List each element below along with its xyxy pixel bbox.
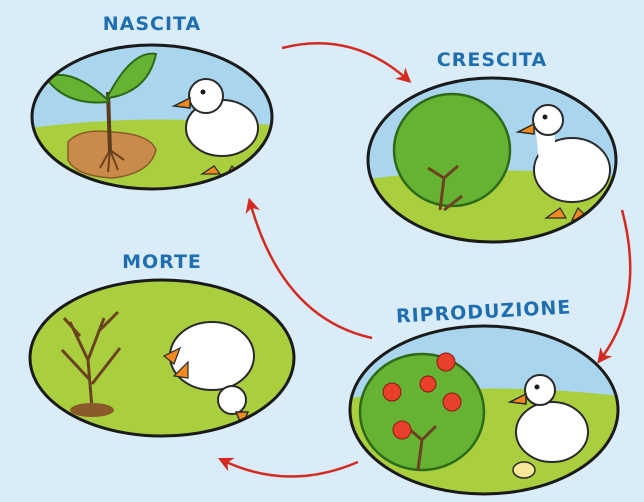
stage-death: MORTE bbox=[28, 251, 296, 438]
dead-duck-icon bbox=[162, 321, 255, 428]
duck-icon bbox=[515, 104, 611, 221]
arrow-growth-to-reproduction bbox=[597, 209, 632, 364]
seedling-icon bbox=[44, 52, 158, 179]
bush-icon bbox=[392, 92, 512, 212]
stage-reproduction: RIPRODUZIONE bbox=[348, 296, 620, 496]
arrow-death-to-birth bbox=[245, 197, 373, 340]
arrow-reproduction-to-death bbox=[217, 457, 359, 478]
stage-growth: CRESCITA bbox=[366, 49, 618, 244]
flowering-bush-icon bbox=[358, 352, 486, 472]
stage-birth: NASCITA bbox=[30, 13, 274, 191]
egg-icon bbox=[512, 461, 536, 479]
stage-label-growth: CRESCITA bbox=[437, 49, 547, 71]
duck-icon bbox=[171, 78, 259, 177]
dead-shrub-icon bbox=[60, 310, 122, 417]
stage-label-reproduction: RIPRODUZIONE bbox=[395, 296, 571, 327]
stage-label-death: MORTE bbox=[122, 251, 202, 273]
duck-icon bbox=[507, 374, 589, 463]
stage-label-birth: NASCITA bbox=[103, 13, 202, 35]
arrow-birth-to-growth bbox=[281, 42, 412, 83]
